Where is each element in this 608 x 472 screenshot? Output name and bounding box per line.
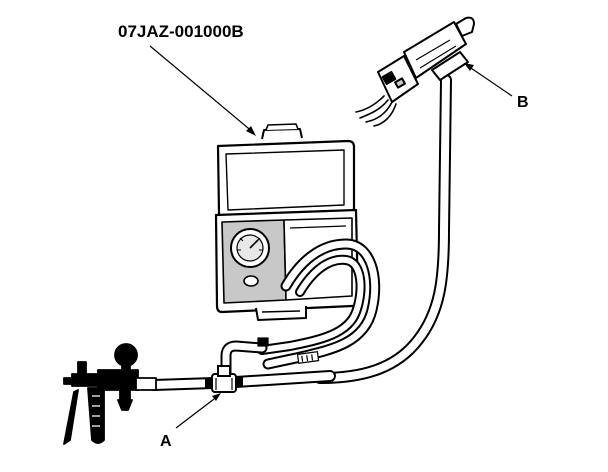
case-lid-inner bbox=[225, 149, 345, 211]
connector-body bbox=[403, 21, 467, 79]
callout-b-arrow bbox=[464, 63, 474, 71]
compartment-edge bbox=[289, 225, 347, 229]
connector-icon bbox=[377, 16, 475, 103]
connector-plug bbox=[377, 55, 419, 103]
part-number-leader-arrow bbox=[246, 126, 256, 136]
callout-a-leader bbox=[175, 395, 219, 429]
case-lid-handle-top bbox=[265, 123, 299, 131]
tee-fitting-icon bbox=[205, 365, 243, 393]
regulator-lever bbox=[63, 389, 79, 445]
case-compartment bbox=[283, 217, 353, 301]
air-regulator-icon bbox=[63, 343, 157, 445]
case-front-handle bbox=[255, 306, 307, 321]
callout-b-leader bbox=[467, 65, 513, 97]
pressure-gauge-icon bbox=[230, 228, 270, 268]
callout-a-arrow bbox=[212, 393, 221, 401]
callout-a-label: A bbox=[160, 433, 172, 450]
case-front-handle-bar bbox=[261, 310, 301, 313]
hose-bundle bbox=[148, 74, 452, 391]
panel-knob bbox=[243, 275, 259, 287]
hose-markings bbox=[257, 337, 320, 365]
part-number-leader bbox=[149, 45, 255, 134]
case-lid-handle bbox=[261, 128, 303, 140]
callout-b-label: B bbox=[517, 94, 529, 111]
connector-wires bbox=[355, 95, 397, 127]
part-number-label: 07JAZ-001000B bbox=[118, 22, 244, 41]
